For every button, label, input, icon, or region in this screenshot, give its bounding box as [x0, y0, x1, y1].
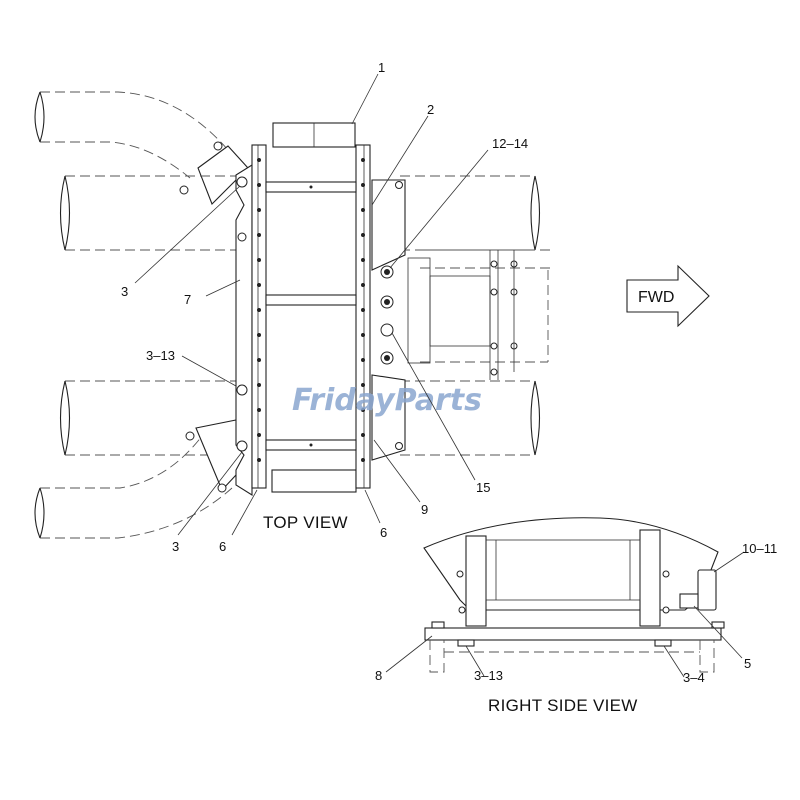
callout-3-bottom: 3 — [172, 539, 179, 554]
right-side-view-drawing — [423, 517, 725, 673]
callout-9: 9 — [421, 502, 428, 517]
leader-lines — [134, 73, 489, 536]
right-frame-rail — [355, 144, 371, 489]
right-post — [639, 529, 661, 627]
callout-6-right: 6 — [380, 525, 387, 540]
callout-5: 5 — [744, 656, 751, 671]
callout-15: 15 — [476, 480, 490, 495]
callout-2: 2 — [427, 102, 434, 117]
callout-labels: 1 2 12–14 3 7 3–13 15 9 6 6 3 — [121, 60, 528, 554]
top-view-drawing — [34, 91, 555, 539]
bolt-3-lower — [236, 440, 248, 452]
callout-3-13-top: 3–13 — [146, 348, 175, 363]
callout-7: 7 — [184, 292, 191, 307]
top-view-caption: TOP VIEW — [263, 513, 348, 532]
callout-1: 1 — [378, 60, 385, 75]
base-plate — [424, 627, 722, 641]
fwd-label: FWD — [638, 289, 674, 306]
forward-direction-arrow: FWD — [626, 264, 710, 328]
side-view-callout-labels: 10–11 5 8 3–13 3–4 — [375, 541, 777, 685]
forward-pipe-connection — [407, 249, 555, 380]
callout-3-4: 3–4 — [683, 670, 705, 685]
right-upper-mount — [371, 179, 406, 271]
side-view-leader-lines — [385, 551, 745, 678]
bolt-3-upper — [236, 176, 248, 188]
fitting-5 — [679, 593, 699, 609]
callout-8: 8 — [375, 668, 382, 683]
plug-15 — [380, 323, 394, 337]
cross-member-middle — [265, 294, 357, 306]
upper-curved-pipe — [34, 91, 249, 205]
lower-curved-pipe — [34, 419, 251, 539]
callout-3-top: 3 — [121, 284, 128, 299]
watermark-logo: FridayParts — [292, 383, 482, 418]
right-lower-mount — [371, 374, 406, 461]
callout-10-11: 10–11 — [742, 541, 777, 556]
bottom-block — [271, 469, 357, 493]
fitting-10-11 — [697, 569, 717, 611]
left-post — [465, 535, 487, 627]
callout-12-14: 12–14 — [492, 136, 528, 151]
callout-3-13-side: 3–13 — [474, 668, 503, 683]
right-side-view-caption: RIGHT SIDE VIEW — [488, 696, 638, 715]
left-frame-rail — [251, 144, 267, 489]
rail-bolts — [257, 158, 365, 462]
mount-bolt-3-4 — [654, 639, 672, 647]
mount-bolt-3-13 — [457, 639, 475, 647]
callout-6-left: 6 — [219, 539, 226, 554]
bolt-3-13 — [236, 384, 248, 396]
